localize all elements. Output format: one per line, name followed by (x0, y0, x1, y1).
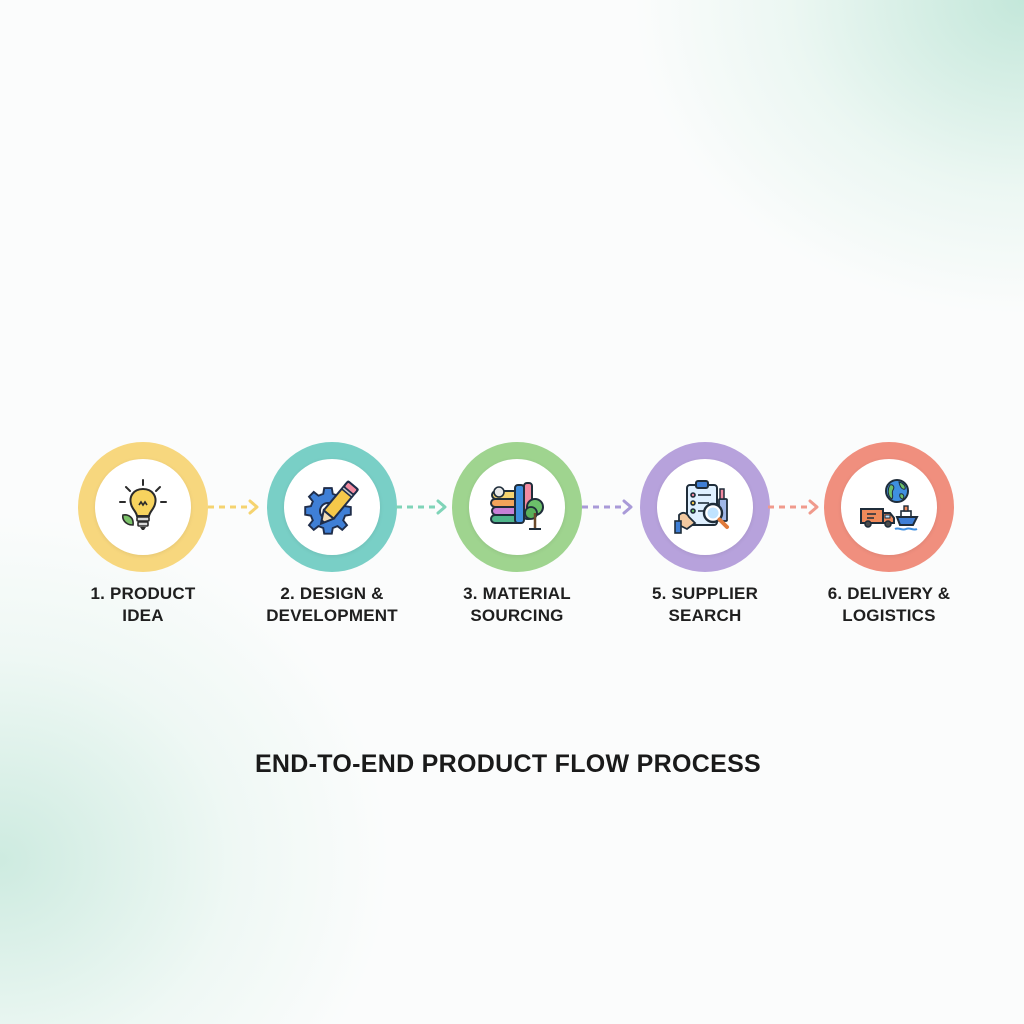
step-label: 6. DELIVERY & LOGISTICS (789, 583, 989, 627)
pencil-gear-icon (304, 480, 359, 535)
step-label-line2: IDEA (122, 606, 164, 625)
step-label-line2: SEARCH (668, 606, 742, 625)
step-label-line2: LOGISTICS (842, 606, 936, 625)
step-label-line1: 2. DESIGN & (280, 584, 384, 603)
step-icon-disc (284, 459, 380, 555)
step-label-line1: 6. DELIVERY & (827, 584, 951, 603)
step-label: 2. DESIGN & DEVELOPMENT (232, 583, 432, 627)
step-ring (824, 442, 954, 572)
flow-arrow-3-5 (582, 499, 633, 515)
flow-arrow-2-3 (396, 499, 447, 515)
diagram-title: END-TO-END PRODUCT FLOW PROCESS (254, 750, 762, 778)
flow-arrow-5-6 (768, 499, 819, 515)
step-label: 1. PRODUCT IDEA (43, 583, 243, 627)
step-ring (452, 442, 582, 572)
step-label-line1: 5. SUPPLIER (651, 584, 759, 603)
lightbulb-icon (119, 479, 167, 530)
clipboard-magnifier-icon (674, 480, 729, 534)
step-ring (267, 442, 397, 572)
step-label: 3. MATERIAL SOURCING (417, 583, 617, 627)
step-label: 5. SUPPLIER SEARCH (605, 583, 805, 627)
step-ring (640, 442, 770, 572)
step-label-line1: 3. MATERIAL (463, 584, 571, 603)
flow-arrow-1-2 (208, 499, 259, 515)
step-ring (78, 442, 208, 572)
truck-globe-ship-icon (860, 479, 919, 531)
step-label-line2: SOURCING (470, 606, 564, 625)
step-icon-disc (657, 459, 753, 555)
materials-tree-icon (490, 482, 544, 530)
step-icon-disc (469, 459, 565, 555)
step-label-line1: 1. PRODUCT (90, 584, 196, 603)
step-icon-disc (95, 459, 191, 555)
step-icon-disc (841, 459, 937, 555)
step-label-line2: DEVELOPMENT (266, 606, 398, 625)
